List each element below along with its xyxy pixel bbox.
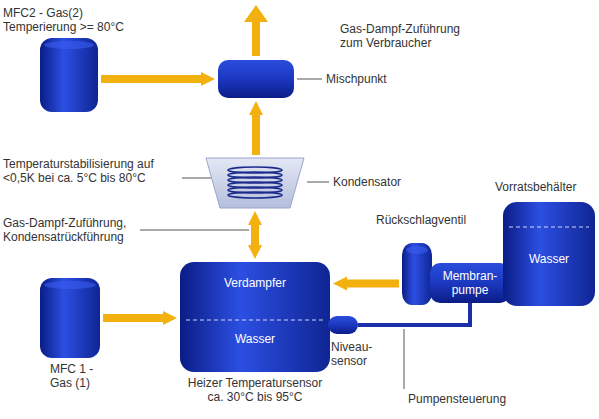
flow-arrow <box>103 314 163 322</box>
flow-arrow <box>252 115 260 155</box>
leader-line <box>404 329 405 389</box>
leader-line <box>297 79 322 80</box>
node-label: Vorratsbehälter <box>495 180 599 194</box>
mixing-point-shape <box>218 60 294 98</box>
mixing-point: Mischpunkt <box>218 60 294 98</box>
cylinder-body <box>430 263 510 303</box>
condenser-housing <box>206 158 304 208</box>
leader-line <box>182 178 212 179</box>
output-arrow <box>244 5 268 56</box>
level-sensor: Niveau- sensor <box>328 316 358 334</box>
node-label: Wasser <box>180 332 330 346</box>
node-label: Rückschlagventil <box>376 213 480 227</box>
cylinder-highlight <box>406 246 428 254</box>
cylinder-highlight <box>44 281 96 289</box>
node-label: MFC 1 - Gas (1) <box>50 362 100 390</box>
node-label: Niveau- sensor <box>331 340 383 368</box>
node-label: Verdampfer <box>180 276 330 290</box>
condenser: Kondensator <box>206 158 304 208</box>
check-valve-shape <box>402 243 432 305</box>
mfc-cylinder: MFC2 - Gas(2) Temperierung >= 80°C <box>40 38 98 112</box>
cylinder-body <box>40 278 100 358</box>
annotation: Gas-Dampf-Zuführung, Kondensatrückführun… <box>3 216 153 244</box>
check-valve: Rückschlagventil <box>402 243 432 305</box>
annotation: Pumpensteuerung <box>408 392 518 406</box>
mfc-cylinder: MFC 1 - Gas (1) <box>40 278 100 358</box>
flow-arrow <box>347 280 399 288</box>
tank-body <box>180 262 330 372</box>
cylinder-body <box>328 316 358 334</box>
water-level <box>186 320 324 321</box>
cylinder-body <box>218 60 294 98</box>
tank-body <box>503 202 595 306</box>
cylinder-body <box>402 243 432 305</box>
node-label: Heizer Temperatursensor ca. 30°C bis 95°… <box>182 376 328 404</box>
flow-arrow <box>251 225 259 245</box>
evaporator-tank: VerdampferWasserHeizer Temperatursensor … <box>180 262 330 372</box>
mfc-cylinder-shape <box>40 38 98 112</box>
node-label: Kondensator <box>333 175 423 189</box>
control-wire <box>358 303 470 325</box>
condenser-shape <box>206 158 304 208</box>
leader-line <box>307 182 329 183</box>
node-label: MFC2 - Gas(2) Temperierung >= 80°C <box>3 6 138 34</box>
node-label: Membran- pumpe <box>436 269 504 297</box>
water-level <box>509 227 589 228</box>
storage-tank: VorratsbehälterWasser <box>503 202 595 306</box>
flow-arrow <box>101 75 201 83</box>
level-sensor-shape <box>328 316 358 334</box>
annotation: Temperaturstabilisierung auf <0,5K bei c… <box>3 157 181 185</box>
coil-winding <box>228 192 282 198</box>
leader-line <box>140 230 249 231</box>
node-label: Mischpunkt <box>326 72 406 86</box>
cylinder-body <box>40 38 98 112</box>
cylinder-highlight <box>44 41 94 49</box>
annotation: Gas-Dampf-Zuführung zum Verbraucher <box>340 22 475 50</box>
diaphragm-pump: Membran- pumpe <box>430 263 510 303</box>
mfc-cylinder-shape <box>40 278 100 358</box>
node-label: Wasser <box>503 252 595 266</box>
